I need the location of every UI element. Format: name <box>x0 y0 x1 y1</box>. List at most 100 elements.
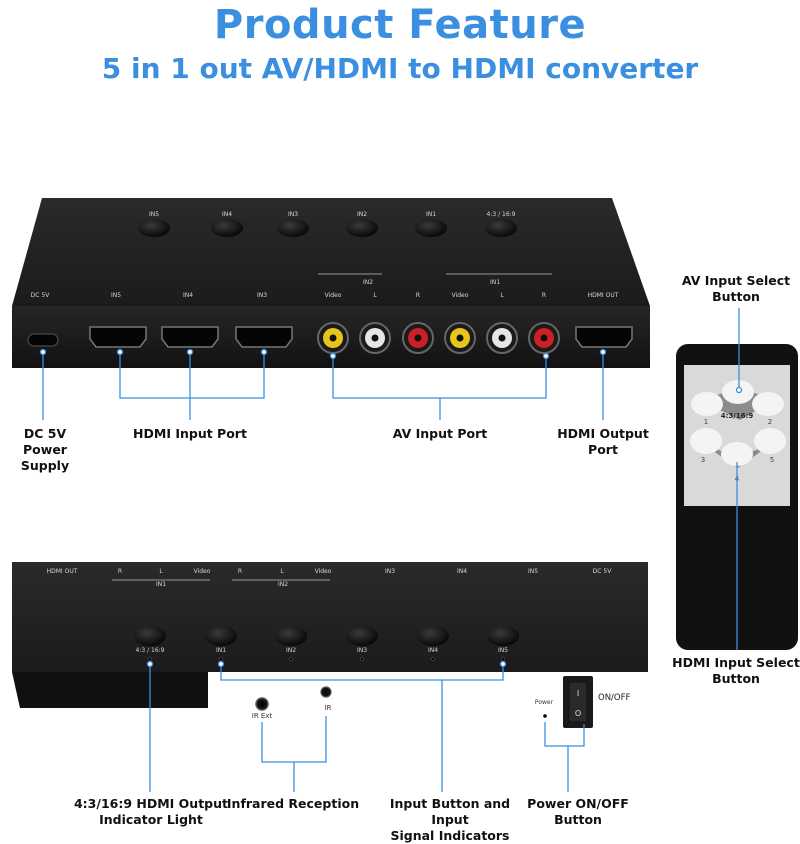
hdmi-input-ports <box>89 326 293 348</box>
top-button-in3[interactable] <box>277 219 309 237</box>
svg-text:L: L <box>280 568 284 575</box>
top-button-in1[interactable] <box>415 219 447 237</box>
svg-text:L: L <box>500 292 504 299</box>
bottom-port-labels: HDMI OUT R L Video R L Video IN3 IN4 IN5… <box>47 568 613 575</box>
bottom-button-in2[interactable] <box>275 626 307 646</box>
top-device-top-face <box>12 198 650 306</box>
bottom-button-in1[interactable] <box>205 626 237 646</box>
remote-button-3[interactable] <box>690 428 722 454</box>
svg-text:IN3: IN3 <box>257 292 267 299</box>
indicator-light-in3 <box>360 657 364 661</box>
svg-text:L: L <box>159 568 163 575</box>
svg-text:IN5: IN5 <box>528 568 538 575</box>
svg-text:DC 5V: DC 5V <box>31 292 51 299</box>
hdmi-port-in3[interactable] <box>235 326 293 348</box>
group-label-in2: IN2 <box>278 581 288 588</box>
svg-text:IN3: IN3 <box>357 647 367 654</box>
svg-text:HDMI OUT: HDMI OUT <box>588 292 619 299</box>
ir-label: IR <box>325 704 332 712</box>
svg-text:DC 5V: DC 5V <box>593 568 613 575</box>
svg-text:IN1: IN1 <box>216 647 226 654</box>
svg-text:IN3: IN3 <box>385 568 395 575</box>
top-button-aspect[interactable] <box>485 219 517 237</box>
indicator-light-in5 <box>501 657 505 661</box>
top-button-in2[interactable] <box>346 219 378 237</box>
remote-button-4[interactable] <box>721 442 753 466</box>
top-button-in5[interactable] <box>138 219 170 237</box>
callout-aspect-indicator: 4:3/16:9 HDMI Output Indicator Light <box>73 796 228 827</box>
top-device-buttons: IN5 IN4 IN3 IN2 IN1 4:3 / 16:9 <box>138 211 517 237</box>
svg-text:R: R <box>416 292 420 299</box>
remote-button-1[interactable] <box>691 392 723 416</box>
av-input-jacks <box>317 322 560 354</box>
callout-power-switch: Power ON/OFF Button <box>527 796 629 827</box>
svg-text:IN4: IN4 <box>183 292 193 299</box>
svg-text:IN4: IN4 <box>457 568 467 575</box>
top-button-label: IN4 <box>222 211 232 218</box>
top-device: IN5 IN4 IN3 IN2 IN1 4:3 / 16:9 IN2 IN1 D… <box>12 198 650 368</box>
svg-text:HDMI OUT: HDMI OUT <box>47 568 78 575</box>
bottom-device-buttons: 4:3 / 16:9 IN1 IN2 IN3 IN4 IN5 <box>134 626 519 654</box>
callout-infrared: Infrared Reception <box>226 796 360 811</box>
callout-hdmi-input: HDMI Input Port <box>133 426 247 441</box>
top-callout-lines <box>42 352 604 420</box>
top-button-label: IN2 <box>357 211 367 218</box>
svg-text:4:3 / 16:9: 4:3 / 16:9 <box>136 647 165 654</box>
svg-text:5: 5 <box>770 456 774 464</box>
svg-text:IN5: IN5 <box>111 292 121 299</box>
svg-text:Video: Video <box>452 292 469 299</box>
group-label-in1: IN1 <box>156 581 166 588</box>
bottom-button-aspect[interactable] <box>134 626 166 646</box>
bottom-button-in5[interactable] <box>487 626 519 646</box>
top-callout-dots <box>39 348 607 360</box>
svg-text:1: 1 <box>704 418 708 426</box>
remote-button-5[interactable] <box>754 428 786 454</box>
on-off-label: ON/OFF <box>598 693 630 703</box>
group-label-in2: IN2 <box>363 279 373 286</box>
switch-off-label: O <box>575 709 581 718</box>
bottom-callout-lines <box>149 664 585 792</box>
switch-on-label: I <box>577 689 579 698</box>
callout-av-select: AV Input Select Button <box>681 273 791 304</box>
page-subtitle: 5 in 1 out AV/HDMI to HDMI converter <box>101 52 699 85</box>
top-button-label: IN3 <box>288 211 298 218</box>
svg-text:IN2: IN2 <box>286 647 296 654</box>
indicator-light-in1 <box>219 657 223 661</box>
svg-text:IN5: IN5 <box>498 647 508 654</box>
svg-text:Video: Video <box>325 292 342 299</box>
bottom-button-in4[interactable] <box>417 626 449 646</box>
callout-av-input: AV Input Port <box>392 426 488 441</box>
top-button-label: IN5 <box>149 211 159 218</box>
hdmi-output-port[interactable] <box>575 326 633 348</box>
svg-text:Video: Video <box>194 568 211 575</box>
signal-indicator-lights <box>148 657 505 661</box>
svg-text:2: 2 <box>768 418 772 426</box>
svg-text:Video: Video <box>315 568 332 575</box>
svg-text:R: R <box>542 292 546 299</box>
svg-text:3: 3 <box>701 456 705 464</box>
top-port-labels: DC 5V IN5 IN4 IN3 Video L R Video L R HD… <box>31 292 619 299</box>
indicator-light-aspect <box>148 657 152 661</box>
svg-text:R: R <box>118 568 122 575</box>
bottom-device-top-face <box>12 562 648 672</box>
ir-receiver <box>320 686 332 698</box>
ir-ext-label: IR Ext <box>252 712 273 720</box>
remote-button-2[interactable] <box>752 392 784 416</box>
bottom-button-in3[interactable] <box>346 626 378 646</box>
remote-callout-lines <box>736 308 740 650</box>
hdmi-port-in4[interactable] <box>161 326 219 348</box>
diagram-canvas: IN5 IN4 IN3 IN2 IN1 4:3 / 16:9 IN2 IN1 D… <box>12 198 798 792</box>
callout-hdmi-select: HDMI Input Select Button <box>672 655 800 686</box>
dc-5v-port[interactable] <box>27 333 59 347</box>
svg-text:L: L <box>373 292 377 299</box>
top-button-in4[interactable] <box>211 219 243 237</box>
indicator-light-in4 <box>431 657 435 661</box>
remote-aspect-label: 4:3/16:9 <box>721 412 754 420</box>
callout-hdmi-output: HDMI Output Port <box>557 426 649 457</box>
svg-text:R: R <box>238 568 242 575</box>
svg-text:IN4: IN4 <box>428 647 438 654</box>
indicator-light-in2 <box>289 657 293 661</box>
page-title: Product Feature <box>213 2 587 48</box>
hdmi-port-in5[interactable] <box>89 326 147 348</box>
top-button-label: IN1 <box>426 211 436 218</box>
